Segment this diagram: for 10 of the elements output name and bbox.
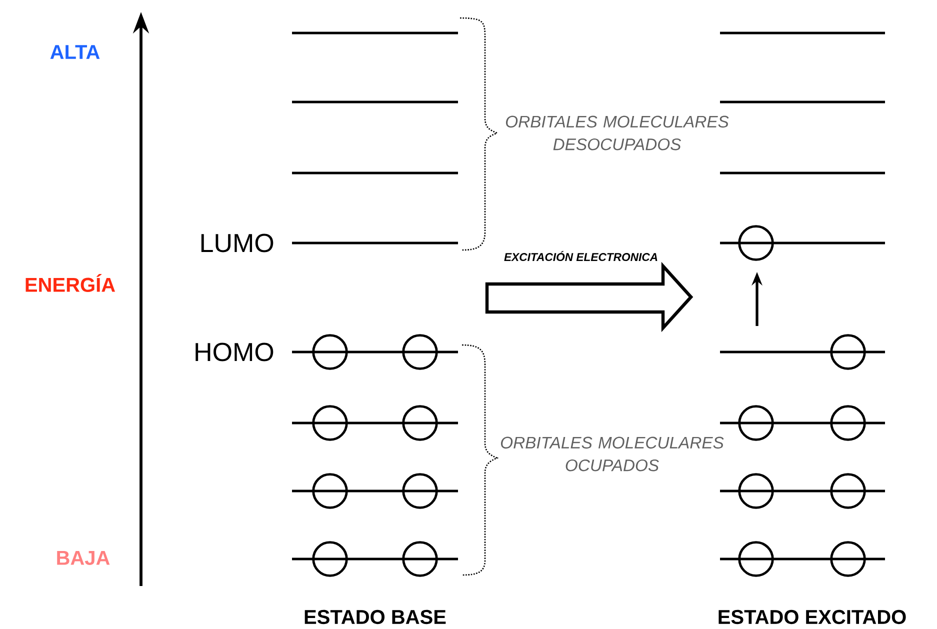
bracket-label: ORBITALES MOLECULARES DESOCUPADOS bbox=[506, 116, 729, 150]
bracket-label: ORBITALES MOLECULARES OCUPADOS bbox=[501, 436, 724, 472]
level-label: HOMO bbox=[196, 342, 274, 362]
axis-label: ALTA bbox=[50, 45, 100, 59]
axis-title: ENERGÍA bbox=[26, 274, 116, 292]
axis-label: BAJA bbox=[57, 551, 110, 565]
state-label: ESTADO EXCITADO bbox=[718, 610, 906, 624]
arrow-label: EXCITACIÓN ELECTRONICA bbox=[504, 250, 658, 262]
level-label: LUMO bbox=[201, 234, 274, 252]
state-label: ESTADO BASE bbox=[304, 610, 446, 624]
